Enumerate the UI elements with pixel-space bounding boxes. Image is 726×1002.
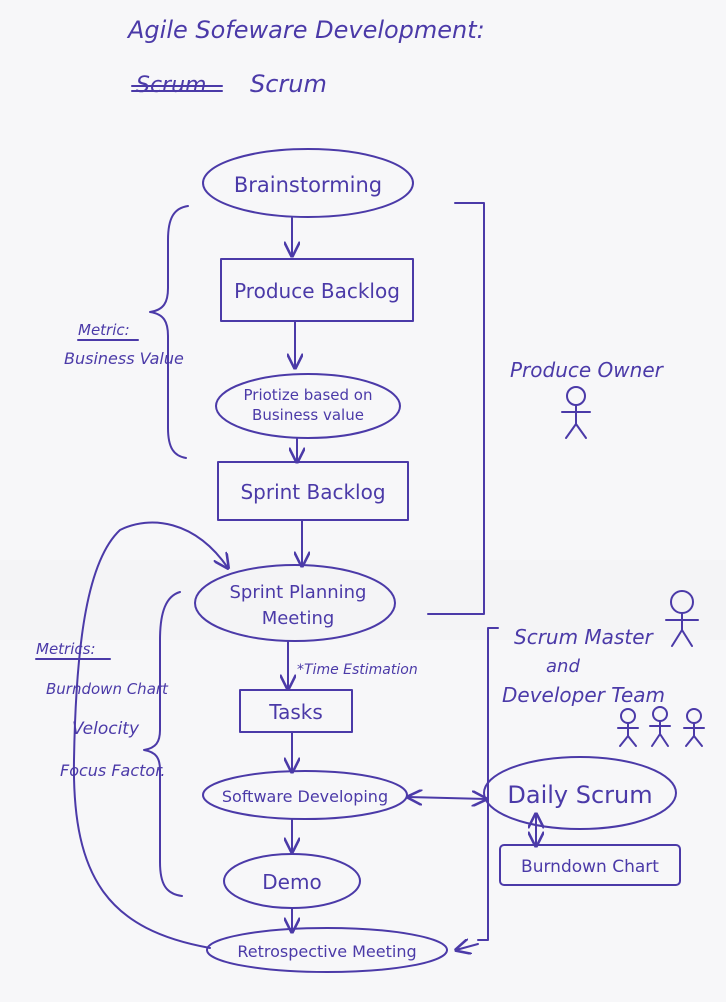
sprint-planning-label-line1: Sprint Planning (230, 582, 367, 603)
software-developing-label: Software Developing (222, 787, 388, 806)
product-backlog-node (220, 258, 414, 322)
scrum-master-label: Scrum Master (514, 625, 655, 649)
time-estimation-note: *Time Estimation (297, 662, 418, 678)
metrics-brace (143, 591, 183, 897)
metric-focus-factor: Focus Factor. (60, 761, 165, 780)
demo-label: Demo (262, 870, 321, 894)
burndown-chart-label: Burndown Chart (521, 857, 659, 877)
metric-top-item: Business Value (64, 349, 184, 368)
prioritize-label-line1: Priotize based on (244, 386, 373, 404)
metric-burndown-chart: Burndown Chart (46, 680, 169, 698)
sprint-backlog-node (217, 461, 409, 521)
paper-fold (0, 560, 726, 640)
scrum-master-figure-icon (665, 590, 699, 647)
tasks-node (239, 689, 353, 733)
retrospective-node (206, 927, 448, 973)
metric-top-heading: Metric: (78, 321, 130, 339)
tasks-label: Tasks (268, 700, 323, 724)
dev-team-label: Developer Team (502, 683, 665, 707)
sprint-loop-arrow (72, 521, 228, 949)
product-owner-figure-icon (561, 386, 591, 439)
burndown-chart-node (499, 844, 681, 886)
brainstorming-node (202, 148, 414, 218)
diagram-subtitle: Scrum (250, 70, 327, 98)
prioritize-node (215, 373, 401, 439)
daily-scrum-label: Daily Scrum (507, 781, 652, 809)
and-label: and (546, 656, 580, 677)
product-backlog-label: Produce Backlog (234, 279, 400, 303)
product-owner-label: Produce Owner (510, 358, 665, 382)
diagram-title: Agile Sofeware Development: (126, 16, 485, 44)
prioritize-label-line2: Business value (252, 406, 364, 424)
retrospective-label: Retrospective Meeting (237, 942, 416, 961)
sprint-planning-label-line2: Meeting (262, 608, 335, 629)
dev-team-figures-icon (617, 706, 705, 747)
team-to-retro-arrow (456, 944, 479, 950)
developing-daily-scrum-arrow (408, 797, 486, 799)
metric-velocity: Velocity (72, 719, 140, 739)
sprint-planning-node (194, 564, 396, 642)
metrics-heading: Metrics: (36, 640, 96, 658)
business-value-brace (149, 205, 189, 459)
sprint-backlog-label: Sprint Backlog (240, 480, 385, 504)
product-owner-bracket (427, 202, 485, 615)
brainstorming-label: Brainstorming (234, 173, 382, 197)
